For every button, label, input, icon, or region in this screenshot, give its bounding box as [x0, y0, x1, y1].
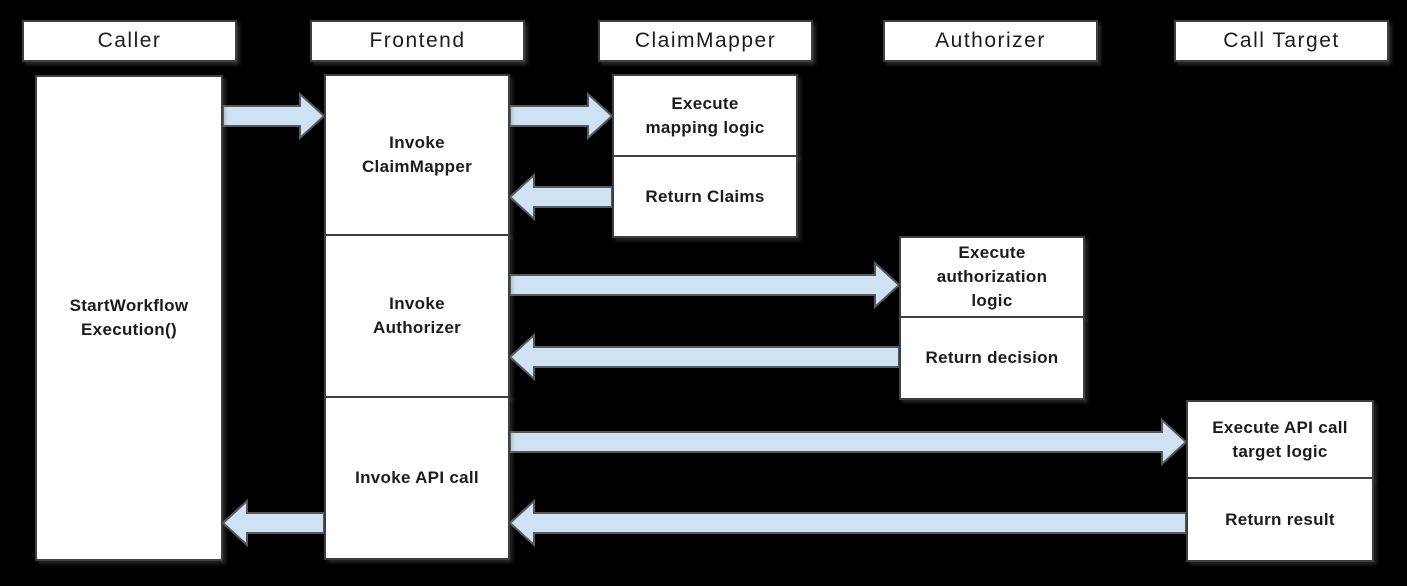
arrow-claimmapper-to-frontend-return [508, 172, 613, 222]
arrow-frontend-to-calltarget [509, 417, 1188, 467]
actor-header-caller: Caller [22, 20, 237, 62]
activation-frontend-invoke-claimmapper: Invoke ClaimMapper [324, 74, 510, 236]
activation-frontend-invoke-authorizer: Invoke Authorizer [324, 234, 510, 398]
activation-caller-startworkflowexecution: StartWorkflow Execution() [35, 75, 223, 561]
arrow-frontend-to-caller-return [221, 498, 325, 548]
activation-authorizer-return-decision: Return decision [899, 316, 1085, 400]
arrow-frontend-to-authorizer [509, 260, 901, 310]
actor-header-authorizer: Authorizer [883, 20, 1098, 62]
actor-header-claimmapper: ClaimMapper [598, 20, 813, 62]
activation-authorizer-execute-authorization-logic: Execute authorization logic [899, 236, 1085, 318]
arrow-calltarget-to-frontend-return [508, 498, 1187, 548]
activation-calltarget-execute-api-call-target-logic: Execute API call target logic [1186, 400, 1374, 479]
arrow-frontend-to-claimmapper [509, 91, 614, 141]
activation-frontend-invoke-api-call: Invoke API call [324, 396, 510, 560]
arrow-caller-to-frontend [222, 91, 326, 141]
activation-claimmapper-return-claims: Return Claims [612, 155, 798, 238]
activation-calltarget-return-result: Return result [1186, 477, 1374, 562]
actor-header-calltarget: Call Target [1174, 20, 1389, 62]
arrow-authorizer-to-frontend-return [508, 332, 900, 382]
actor-header-frontend: Frontend [310, 20, 525, 62]
activation-claimmapper-execute-mapping-logic: Execute mapping logic [612, 74, 798, 157]
